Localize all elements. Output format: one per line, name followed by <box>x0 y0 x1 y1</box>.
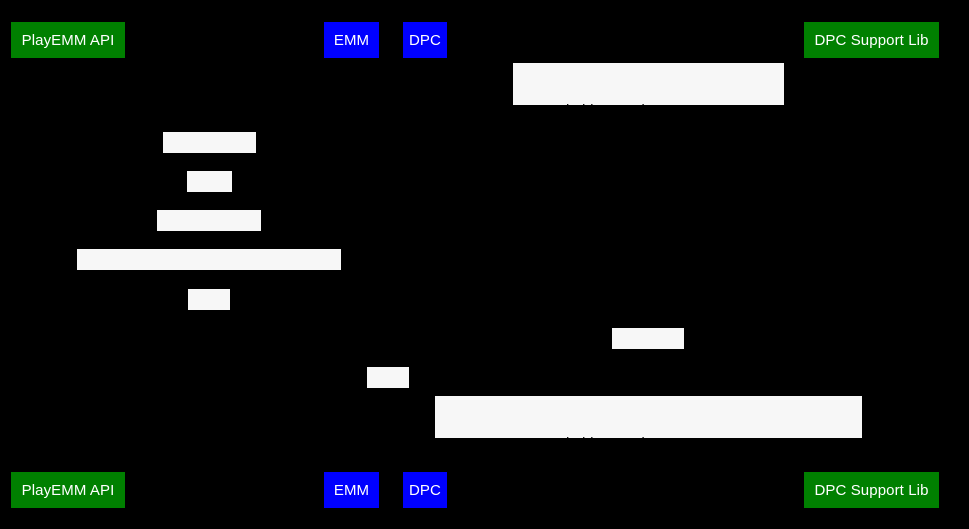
actor-top-playemm-api-label: PlayEMM API <box>21 31 115 49</box>
message-line-2: .ensureWorkingEnvironment(callback) <box>526 160 771 176</box>
message-line-1: callback() <box>616 368 680 384</box>
lifeline-playemm-api <box>68 58 69 472</box>
lifeline-dpc <box>425 58 426 472</box>
message-line-1: token <box>370 407 406 423</box>
message-label-token-to-emm: token <box>188 289 230 345</box>
actor-bottom-playemm-api[interactable]: PlayEMM API <box>11 472 125 508</box>
actor-bottom-emm-label: EMM <box>333 481 370 499</box>
message-label-user-id: userID <box>187 171 232 227</box>
actor-bottom-emm[interactable]: EMM <box>324 472 379 508</box>
message-label-ensure-working-environment: androidForWorkAccountSupport .ensureWork… <box>513 63 784 176</box>
arrow-token-to-emm <box>68 310 351 311</box>
actor-bottom-dpc-support-lib-label: DPC Support Lib <box>814 481 929 499</box>
message-line-1: androidForWorkAccountSupport <box>545 436 752 452</box>
lifeline-emm <box>351 58 352 472</box>
actor-top-emm[interactable]: EMM <box>324 22 379 58</box>
actor-bottom-playemm-api-label: PlayEMM API <box>21 481 115 499</box>
message-line-1: token <box>191 329 227 345</box>
arrow-add-android-for-work-account <box>425 438 871 439</box>
arrow-users-insert <box>68 153 351 154</box>
actor-top-dpc-label: DPC <box>409 31 441 49</box>
message-label-token-to-dpc: token <box>367 367 409 423</box>
message-label-add-android-for-work-account: androidForWorkAccountSupport .addAndroid… <box>435 396 862 509</box>
actor-top-dpc-support-lib-label: DPC Support Lib <box>814 31 929 49</box>
actor-bottom-dpc[interactable]: DPC <box>403 472 447 508</box>
arrow-token-to-dpc <box>351 388 425 389</box>
lifeline-dpc-support-lib <box>871 58 872 472</box>
arrow-ensure-working-environment <box>425 105 871 106</box>
actor-top-playemm-api[interactable]: PlayEMM API <box>11 22 125 58</box>
actor-top-emm-label: EMM <box>333 31 370 49</box>
arrow-users-update <box>68 231 351 232</box>
arrow-callback <box>425 349 871 350</box>
arrow-user-id <box>68 192 351 193</box>
message-label-users-update: users.update() <box>157 210 261 266</box>
message-label-callback: callback() <box>612 328 684 384</box>
actor-top-dpc-support-lib[interactable]: DPC Support Lib <box>804 22 939 58</box>
message-label-users-generate-authentication-token: users.generateAuthenticationToken() <box>77 249 341 305</box>
arrow-users-generate-authentication-token <box>68 270 351 271</box>
actor-top-dpc[interactable]: DPC <box>403 22 447 58</box>
actor-bottom-dpc-support-lib[interactable]: DPC Support Lib <box>804 472 939 508</box>
message-label-users-insert: users.insert() <box>163 132 256 188</box>
message-line-1: androidForWorkAccountSupport <box>545 103 752 119</box>
actor-bottom-dpc-label: DPC <box>409 481 441 499</box>
message-line-2: .addAndroidForWorkAccount(token, account… <box>454 493 843 509</box>
